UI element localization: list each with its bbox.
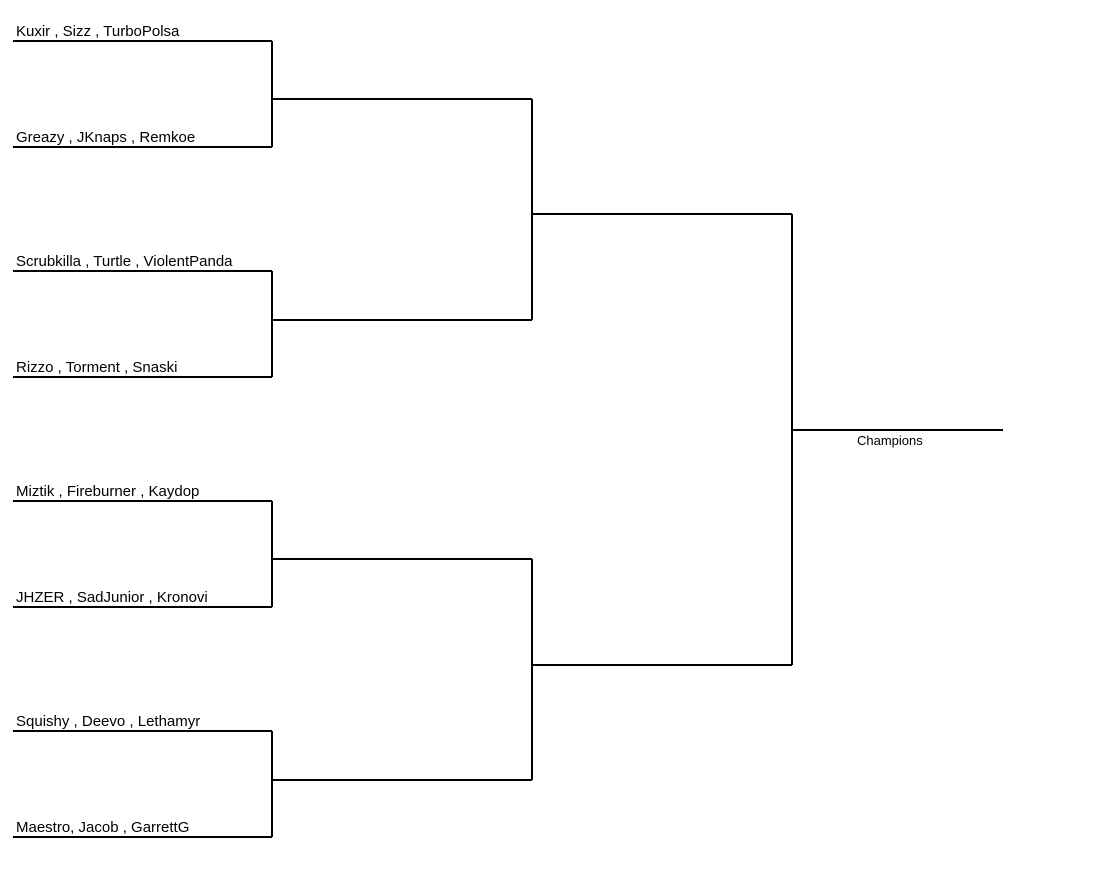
team-label: Kuxir , Sizz , TurboPolsa bbox=[16, 23, 180, 40]
team-label: JHZER , SadJunior , Kronovi bbox=[16, 589, 208, 606]
round-1-lines bbox=[13, 40, 272, 838]
team-label: Scrubkilla , Turtle , ViolentPanda bbox=[16, 253, 233, 270]
team-label: Miztik , Fireburner , Kaydop bbox=[16, 483, 199, 500]
team-label: Maestro, Jacob , GarrettG bbox=[16, 819, 189, 836]
round-2-lines bbox=[272, 98, 533, 781]
team-labels: Kuxir , Sizz , TurboPolsa Greazy , JKnap… bbox=[16, 23, 233, 836]
team-label: Rizzo , Torment , Snaski bbox=[16, 359, 177, 376]
round-3-lines bbox=[532, 213, 793, 666]
team-label: Greazy , JKnaps , Remkoe bbox=[16, 129, 195, 146]
champion-label: Champions bbox=[857, 433, 923, 448]
team-label: Squishy , Deevo , Lethamyr bbox=[16, 713, 200, 730]
